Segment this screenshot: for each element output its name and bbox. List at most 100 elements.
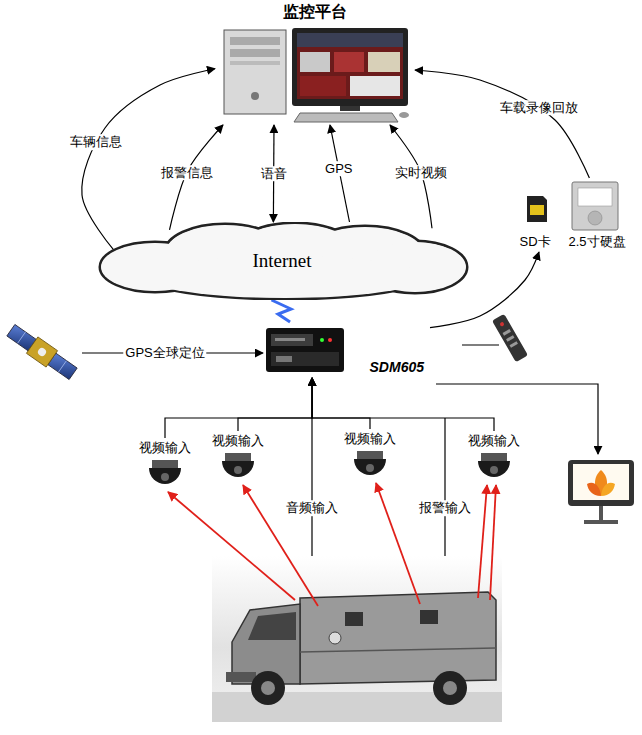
camera-icon [478, 461, 510, 477]
display-monitor-illustration [587, 483, 601, 496]
armored-van-illustration [251, 671, 285, 705]
red-pointer-arrows [478, 485, 487, 598]
cloud-label: Internet [252, 250, 311, 273]
red-pointer-arrows [490, 485, 496, 600]
camera-icon [234, 466, 242, 474]
satellite-illustration [18, 332, 26, 343]
dvr-device-illustration [271, 352, 339, 366]
signal-label: GPS全球定位 [123, 345, 206, 361]
satellite-illustration [5, 322, 79, 382]
computer-illustration [300, 76, 346, 96]
computer-illustration [230, 37, 280, 45]
red-pointer-arrows [376, 483, 420, 604]
armored-van-illustration [226, 672, 256, 682]
node-label: 视频输入 [468, 433, 520, 449]
camera-icon [152, 460, 178, 468]
connector-arrow [238, 378, 312, 431]
node-label: SD卡 [519, 234, 550, 250]
edge-label: 车辆信息 [68, 135, 124, 151]
sd-card-illustration [527, 196, 547, 222]
platform-node: 监控平台 [215, 0, 415, 125]
remote-control-illustration [499, 321, 504, 326]
red-pointer-arrows [168, 492, 295, 600]
node-label: SDM605 [370, 359, 424, 376]
dvr-device-illustration [271, 334, 313, 346]
computer-illustration [297, 33, 403, 47]
dvr-device-illustration [320, 338, 324, 342]
computer-illustration [300, 52, 330, 72]
computer-illustration [399, 112, 409, 118]
dvr-device-node: SDM605 [262, 322, 430, 378]
remote-control-illustration [492, 314, 528, 363]
camera-icon [149, 468, 181, 484]
camera-icon [149, 451, 510, 484]
satellite-illustration [36, 346, 47, 357]
camera-node: 视频输入 [132, 438, 198, 490]
camera-node: 视频输入 [205, 431, 271, 483]
camera-node: 视频输入 [461, 431, 527, 483]
node-label: 监控平台 [283, 2, 347, 21]
hard-disk-illustration [588, 211, 602, 225]
remote-control-illustration [462, 314, 528, 363]
video-output-line [436, 384, 598, 454]
camera-icon [222, 461, 254, 477]
dvr-device-illustration [275, 338, 305, 341]
dvr-device-illustration [266, 328, 344, 372]
remote-control-illustration [492, 314, 528, 363]
computer-illustration [340, 106, 360, 111]
computer-illustration [251, 92, 259, 100]
satellite-illustration [26, 337, 57, 367]
connector-arrow [415, 70, 589, 178]
computer-illustration [224, 28, 409, 122]
computer-illustration [292, 28, 408, 106]
armored-van-illustration [443, 681, 457, 695]
camera-icon [490, 466, 498, 474]
internet-cloud: Internet [95, 222, 470, 300]
dvr-device-illustration [266, 328, 344, 372]
computer-illustration [294, 113, 398, 122]
display-monitor-illustration [573, 464, 629, 500]
display-monitor-illustration [568, 460, 634, 506]
red-pointer-arrows [168, 483, 496, 606]
computer-illustration [224, 30, 286, 114]
display-monitor-illustration [584, 506, 618, 522]
wireless-link [272, 300, 292, 322]
computer-illustration [230, 61, 280, 65]
dvr-device-illustration [328, 338, 332, 342]
video-output-line [436, 384, 598, 454]
computer-illustration [297, 33, 403, 99]
computer-illustration [350, 76, 400, 96]
sd-card-node: SD卡 [515, 188, 555, 252]
node-label: 视频输入 [212, 433, 264, 449]
armored-van-illustration [261, 681, 275, 695]
node-label: 2.5寸硬盘 [568, 234, 625, 250]
edge-label: 车载录像回放 [498, 100, 580, 116]
computer-illustration [368, 52, 400, 72]
hard-disk-illustration [578, 188, 612, 206]
armored-van-illustration [433, 671, 467, 705]
satellite-illustration [58, 361, 66, 372]
remote-control-illustration [510, 341, 518, 348]
signal-label: 音频输入 [284, 500, 340, 516]
computer-illustration [230, 49, 280, 57]
node-label: 视频输入 [344, 431, 396, 447]
camera-icon [354, 459, 386, 475]
hard-disk-illustration [572, 182, 618, 230]
edge-label: 语音 [259, 166, 289, 182]
hard-disk-illustration [572, 182, 618, 230]
edge-label: 报警信息 [159, 165, 215, 181]
armored-van-illustration [345, 612, 363, 626]
armored-van-illustration [420, 610, 438, 624]
armored-van-illustration [212, 556, 502, 722]
armored-van-illustration [329, 632, 341, 644]
connector-arrow [312, 378, 494, 431]
display-monitor-illustration [601, 483, 615, 496]
remote-control-illustration [506, 335, 514, 342]
dvr-device-illustration [276, 356, 292, 362]
camera-node: 视频输入 [337, 429, 403, 481]
signal-label: 报警输入 [417, 500, 473, 516]
display-monitor-illustration [568, 460, 634, 522]
edge-label: 实时视频 [393, 165, 449, 181]
remote-control-illustration [462, 344, 499, 345]
